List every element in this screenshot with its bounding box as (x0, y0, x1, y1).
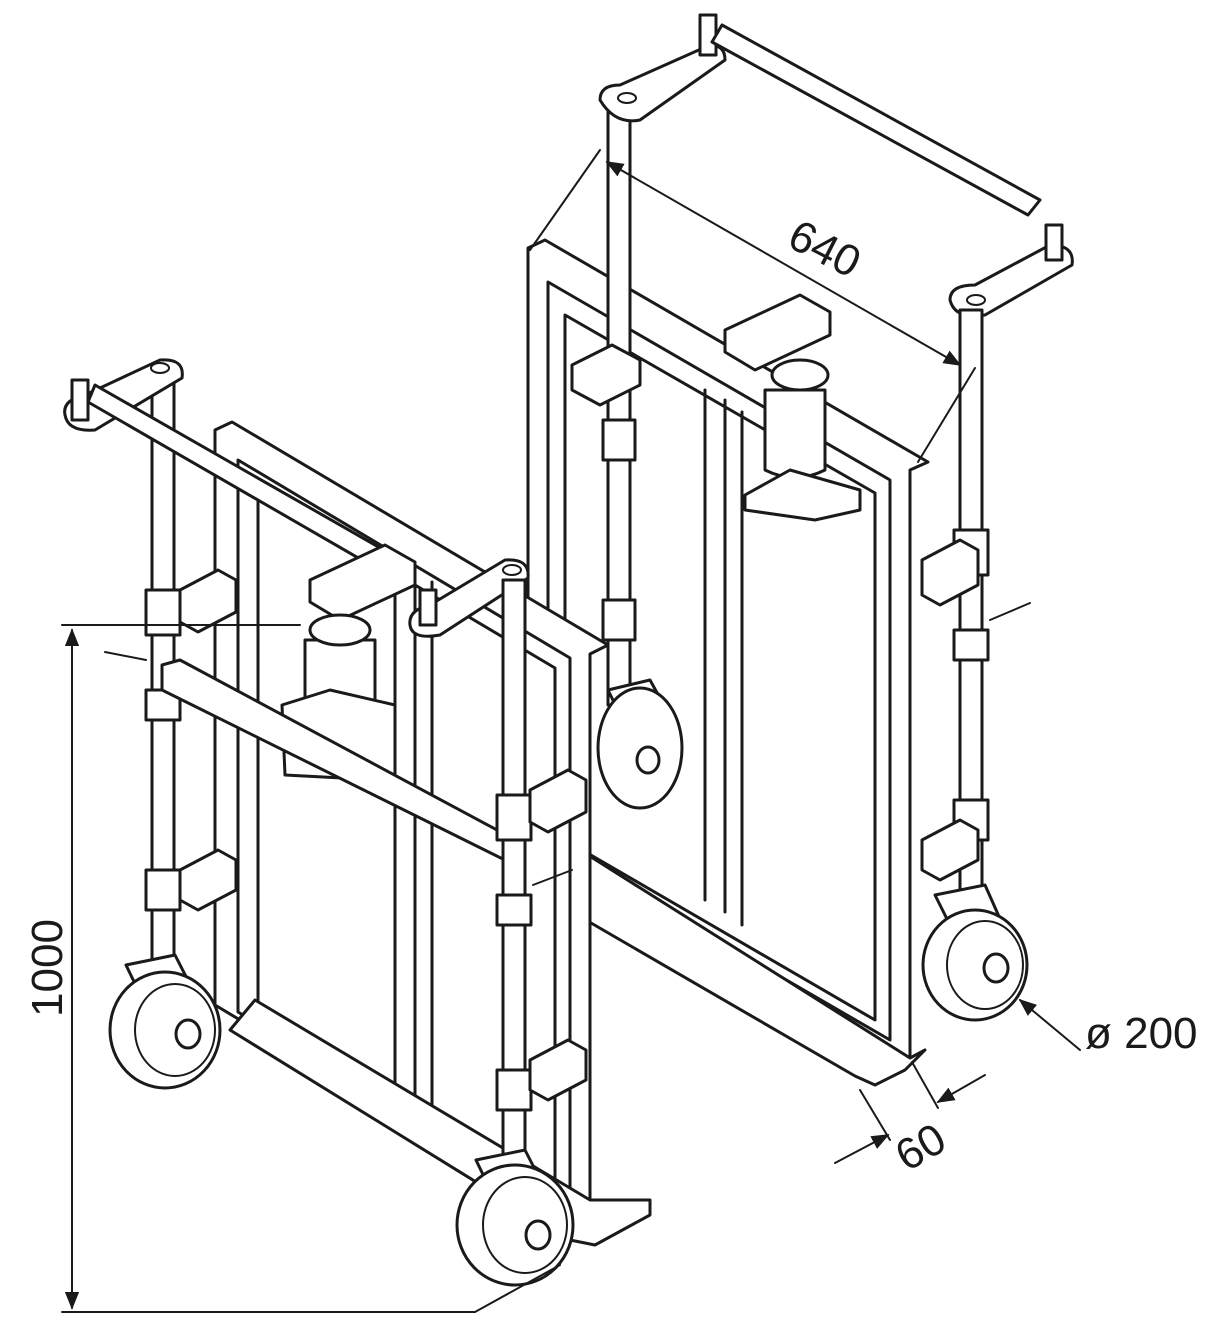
front-left-lever (104, 651, 147, 661)
front-pin-left (70, 378, 90, 422)
front-right-lever (532, 869, 573, 886)
rear-jack-body (763, 388, 827, 479)
height-label: 1000 (23, 919, 72, 1017)
rear-left-top-hole (617, 92, 637, 104)
rear-pin-right (1044, 223, 1064, 262)
front-left-collar (144, 588, 182, 637)
front-jack-beam (308, 543, 417, 622)
front-right-top-plate (408, 558, 530, 638)
rear-pin-left (698, 13, 718, 57)
rear-right-collar2 (952, 628, 990, 662)
front-jack-top (308, 613, 372, 647)
rear-right-hub (982, 952, 1010, 984)
dimension-wheel: ø 200 (1018, 998, 1198, 1058)
front-left-top-hole (150, 362, 170, 374)
rear-jack-top (770, 358, 830, 392)
dim-width-ext-right (917, 367, 976, 463)
rear-left-wheel (596, 686, 684, 810)
rear-right-lever (989, 602, 1031, 621)
rear-right-arm2 (920, 818, 980, 882)
dimension-plate: 60 (834, 1061, 986, 1181)
front-left-arm (178, 568, 238, 634)
rear-left-hub (635, 745, 661, 775)
front-pin-right (418, 588, 438, 627)
rear-jack-beam (723, 293, 832, 372)
front-right-collar (495, 793, 533, 842)
front-right-wheel (455, 1163, 575, 1287)
front-right-arm (528, 768, 588, 834)
dim-width-ext-left (529, 149, 601, 251)
front-right-hub (524, 1219, 552, 1251)
rear-lifter (526, 13, 1074, 1087)
front-left-hub (174, 1018, 202, 1050)
front-left-collar3 (144, 868, 182, 912)
rear-right-wheel (921, 908, 1029, 1022)
rear-jack-plate (743, 468, 862, 522)
rear-center-bar (703, 388, 744, 927)
width-label: 640 (781, 211, 869, 288)
front-right-arm2 (528, 1038, 588, 1102)
front-center-bar (393, 558, 434, 1117)
rear-handle-bar (710, 23, 1042, 217)
front-right-collar3 (495, 1068, 533, 1112)
front-left-arm2 (178, 848, 238, 912)
front-left-wheel-inner (134, 983, 216, 1077)
dim-width-line (605, 161, 962, 366)
rear-left-collar2 (601, 598, 637, 642)
dim-height-ext-bottom2 (474, 1264, 561, 1313)
dim-plate-ext-right (911, 1061, 939, 1109)
front-left-wheel (108, 970, 222, 1090)
dim-wheel-leader (1018, 998, 1081, 1051)
dim-plate-ext-left (859, 1089, 891, 1141)
front-right-top-hole (502, 564, 522, 576)
rear-base-plate (558, 848, 927, 1087)
front-right-collar2 (495, 893, 533, 927)
front-lifter (63, 358, 652, 1287)
rear-left-collar (601, 418, 637, 462)
dim-plate-arrow-right (936, 1074, 986, 1103)
rear-right-top-hole (966, 294, 986, 306)
front-right-wheel-inner (482, 1176, 568, 1274)
wheel-label: ø 200 (1085, 1009, 1198, 1058)
dimension-height: 1000 (23, 624, 561, 1313)
rear-right-wheel-inner (946, 920, 1024, 1010)
rear-right-arm (920, 538, 980, 607)
front-left-top-plate (63, 358, 184, 432)
dim-plate-arrow-left (834, 1134, 890, 1164)
plate-label: 60 (887, 1114, 954, 1181)
